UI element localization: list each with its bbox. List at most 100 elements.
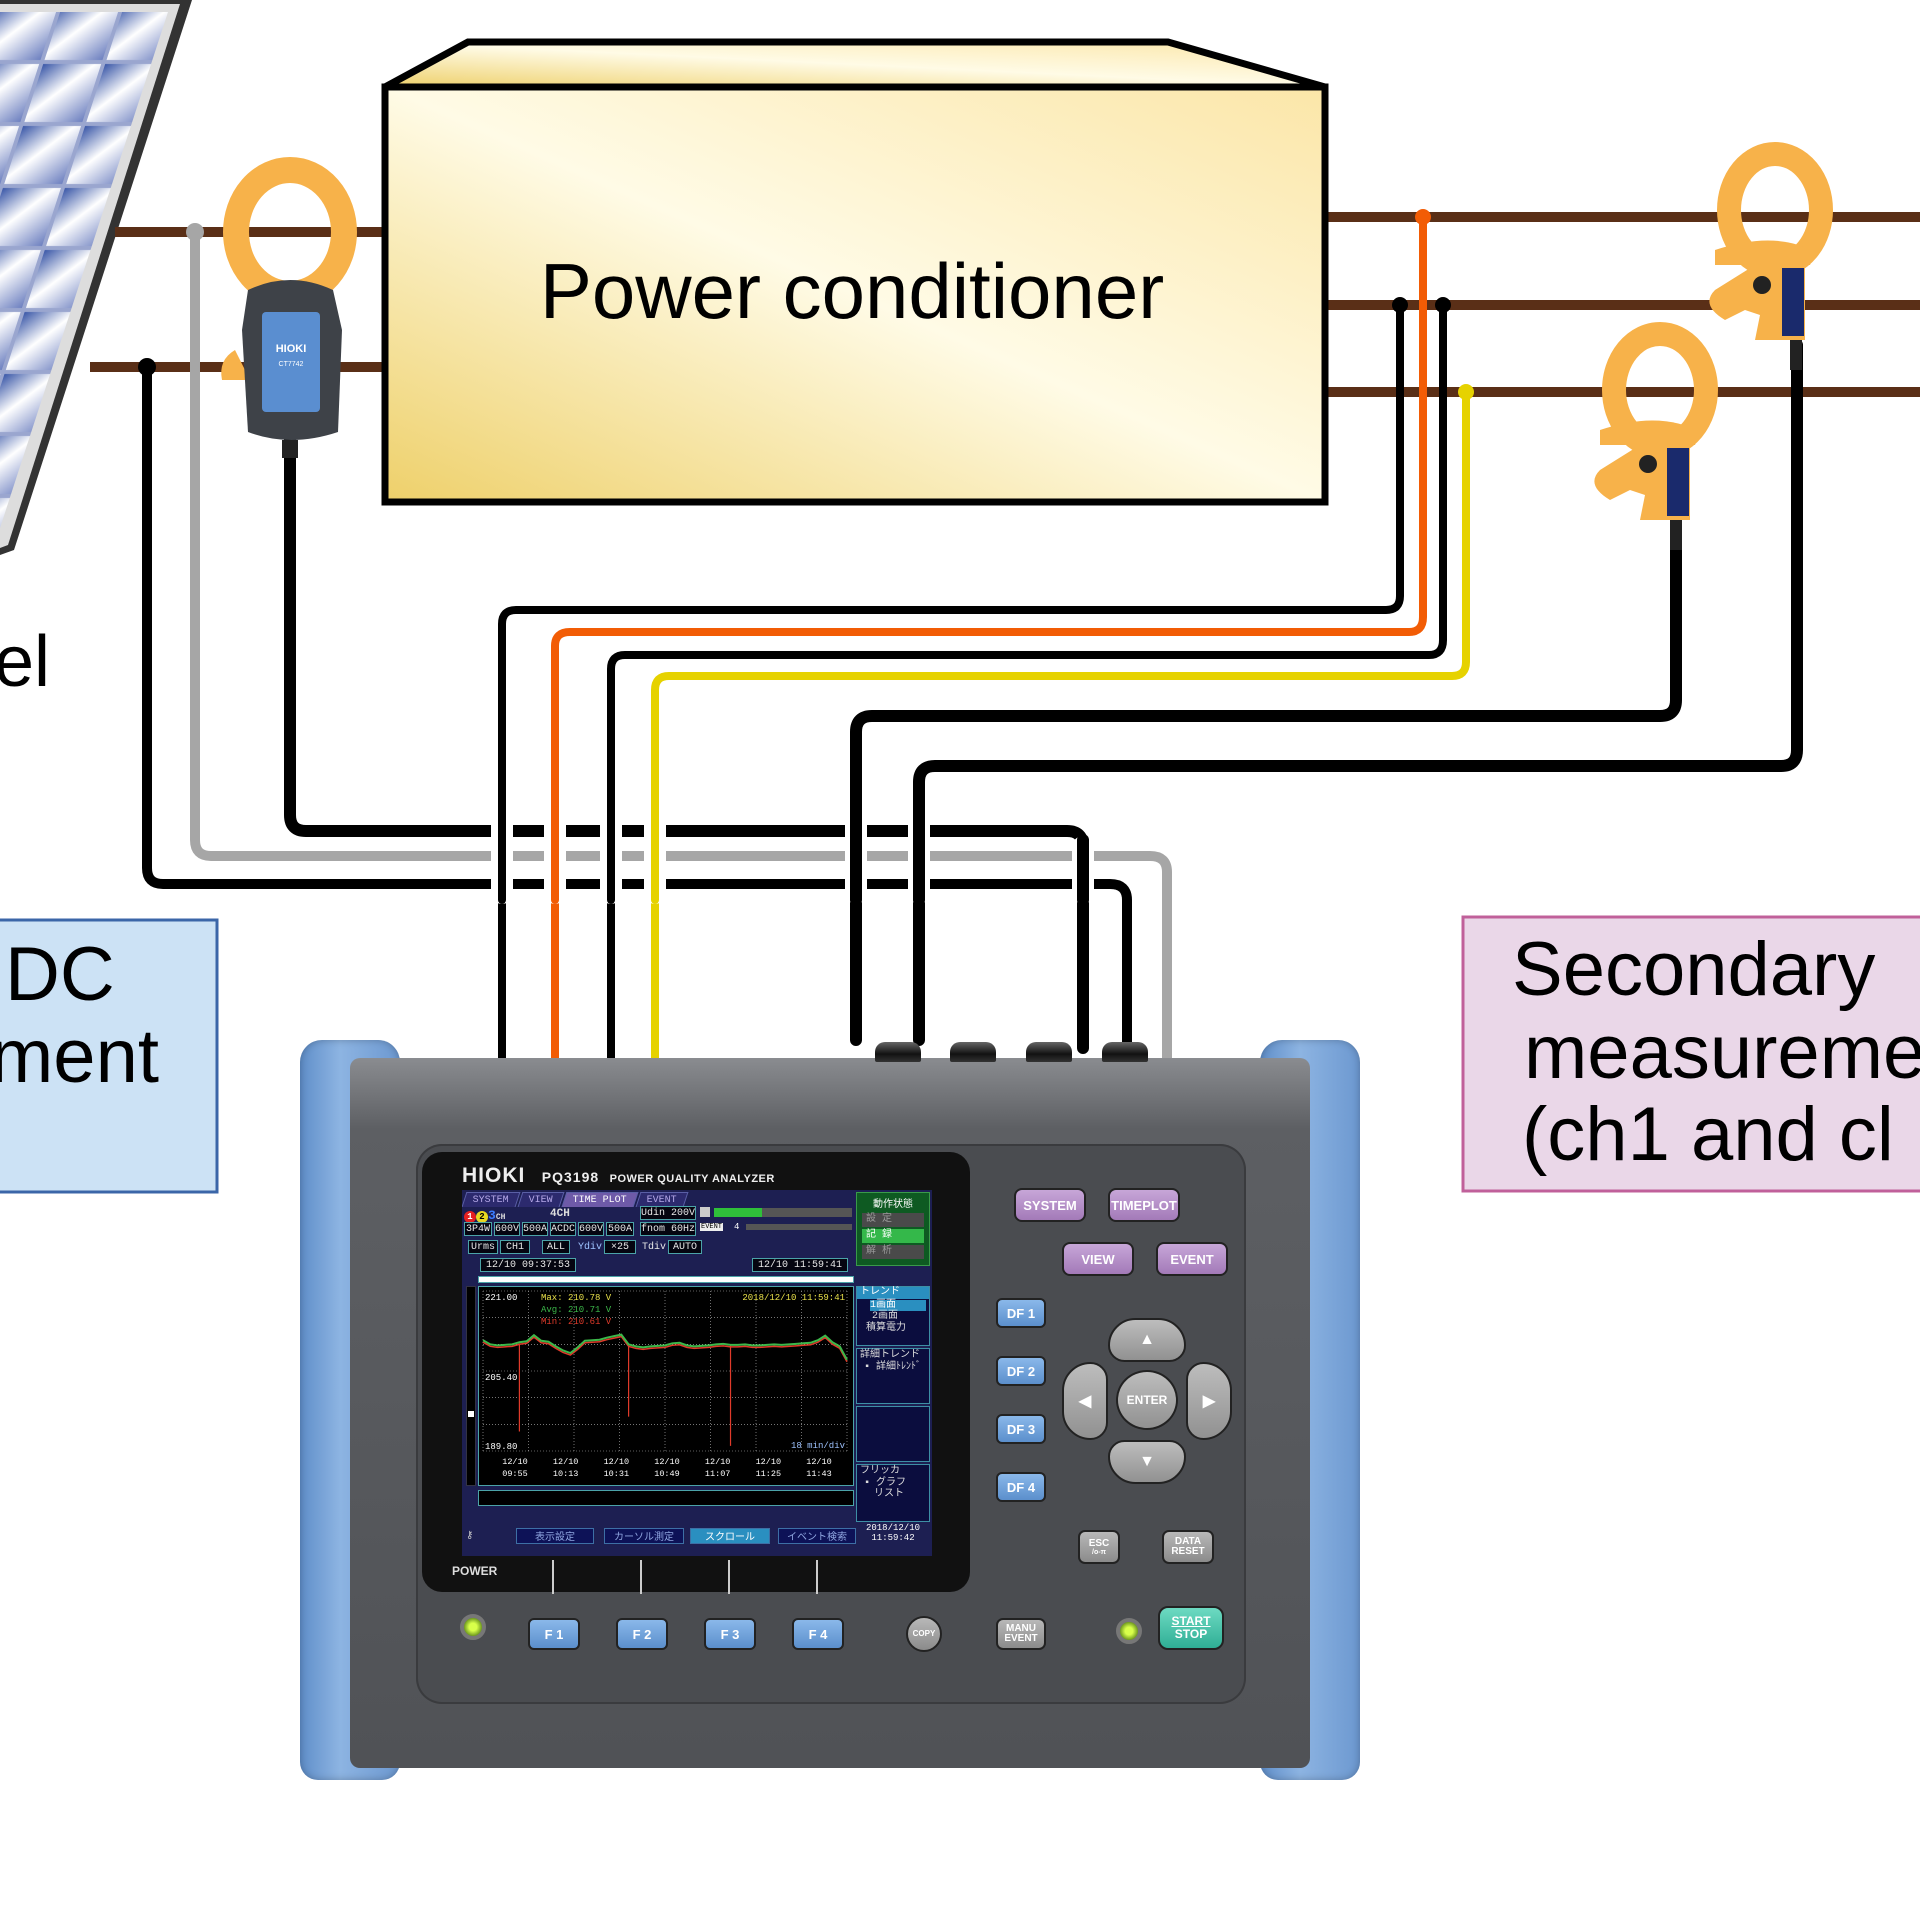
param-scope[interactable]: ALL	[542, 1240, 570, 1254]
scroll-bar[interactable]	[478, 1276, 854, 1283]
ac-clamp-sensor-1	[1594, 322, 1718, 550]
down-arrow-button[interactable]: ▼	[1108, 1440, 1186, 1484]
x-tick-label-date: 12/10	[502, 1457, 528, 1467]
current-input-connector-1[interactable]	[875, 1042, 921, 1062]
dc-box-line-1: DC	[5, 932, 115, 1017]
trend-item-2screen[interactable]: 2画面	[872, 1311, 899, 1322]
power-conditioner: Power conditioner	[381, 38, 1329, 506]
stat-max: Max: 210.78 V	[541, 1293, 612, 1303]
device-brand: HIOKI PQ3198 POWER QUALITY ANALYZER	[462, 1164, 775, 1188]
view-button[interactable]: VIEW	[1062, 1242, 1134, 1276]
dc-measurement-box: DC ment	[0, 918, 219, 1194]
trend-item-1screen[interactable]: 1画面	[870, 1299, 926, 1311]
x-tick-label-date: 12/10	[806, 1457, 832, 1467]
param-channel[interactable]: CH1	[500, 1240, 530, 1254]
fnom-value: fnom 60Hz	[640, 1222, 696, 1236]
system-button[interactable]: SYSTEM	[1014, 1188, 1086, 1222]
ch123-voltage-range: 600V	[494, 1222, 520, 1236]
tab-view[interactable]: VIEW	[517, 1192, 565, 1207]
wiring-value: 3P4W	[464, 1222, 492, 1236]
ac-probe-orange-l1	[551, 213, 1427, 1062]
y-tick-label: 205.40	[485, 1373, 517, 1383]
left-arrow-button[interactable]: ◀	[1062, 1362, 1108, 1440]
dc-clamp-sensor: HIOKI CT7742	[221, 157, 357, 458]
side-menu-detail-trend[interactable]: 詳細トレンド ▪ 詳細ﾄﾚﾝﾄﾞ	[856, 1348, 930, 1404]
tab-event[interactable]: EVENT	[635, 1192, 689, 1207]
tab-time-plot[interactable]: TIME PLOT	[561, 1192, 639, 1207]
y-scroll-thumb[interactable]	[468, 1411, 474, 1417]
secondary-measurement-box: Secondary measureme (ch1 and cl	[1461, 915, 1920, 1193]
df1-button[interactable]: DF 1	[996, 1298, 1046, 1328]
trend-item-energy[interactable]: 積算電力	[866, 1322, 906, 1334]
df4-button[interactable]: DF 4	[996, 1472, 1046, 1502]
stat-min: Min: 210.61 V	[541, 1317, 612, 1327]
tab-system[interactable]: SYSTEM	[462, 1192, 521, 1207]
df2-button[interactable]: DF 2	[996, 1356, 1046, 1386]
f1-button[interactable]: F 1	[528, 1618, 580, 1650]
enter-button[interactable]: ENTER	[1116, 1370, 1178, 1430]
ac-clamp-cable-1	[850, 514, 1682, 1046]
time-div-label: 18 min/div	[791, 1441, 846, 1451]
power-quality-analyzer: HIOKI PQ3198 POWER QUALITY ANALYZER SYST…	[300, 1040, 1360, 1780]
flicker-item-list[interactable]: リスト	[874, 1489, 904, 1500]
ac-clamp-sensor-2	[1709, 142, 1833, 370]
ydiv-label: Ydiv	[578, 1241, 603, 1253]
event-label: EVENT	[700, 1223, 724, 1231]
timeplot-button[interactable]: TIMEPLOT	[1108, 1188, 1180, 1222]
fkey-divider-3	[728, 1560, 730, 1594]
record-led	[1116, 1618, 1142, 1644]
ch4-mode: ACDC	[550, 1222, 576, 1236]
x-tick-label-time: 10:13	[553, 1469, 579, 1479]
tdiv-value[interactable]: AUTO	[668, 1240, 702, 1254]
side-menu-empty	[856, 1406, 930, 1462]
right-arrow-button[interactable]: ▶	[1186, 1362, 1232, 1440]
current-input-connector-3[interactable]	[1026, 1042, 1072, 1062]
fkey-scroll[interactable]: スクロール	[690, 1528, 770, 1544]
power-label: POWER	[452, 1564, 498, 1578]
x-tick-label-time: 10:49	[654, 1469, 680, 1479]
dc-voltage-probe-gray	[190, 227, 1172, 1063]
y-tick-label: 221.00	[485, 1293, 517, 1303]
fkey-display-settings[interactable]: 表示設定	[516, 1528, 594, 1544]
dc-sensor-cable	[284, 434, 1089, 1054]
ydiv-value[interactable]: ×25	[604, 1240, 636, 1254]
udin-value: Udin 200V	[640, 1206, 696, 1220]
screen-bezel: HIOKI PQ3198 POWER QUALITY ANALYZER SYST…	[422, 1152, 970, 1594]
detail-trend-title: 詳細トレンド	[860, 1350, 920, 1361]
fkey-cursor-measure[interactable]: カーソル測定	[604, 1528, 684, 1544]
current-input-connector-2[interactable]	[950, 1042, 996, 1062]
ac-probe-yellow-l3	[651, 388, 1470, 1062]
flicker-title: フリッカ	[860, 1466, 900, 1477]
fkey-divider-1	[552, 1560, 554, 1594]
op-state-title: 動作状態	[873, 1200, 913, 1211]
flicker-item-graph[interactable]: ▪ グラフ	[864, 1477, 907, 1489]
f4-button[interactable]: F 4	[792, 1618, 844, 1650]
f3-button[interactable]: F 3	[704, 1618, 756, 1650]
dc-sensor-model: CT7742	[279, 361, 304, 368]
y-tick-label: 189.80	[485, 1442, 517, 1452]
f2-button[interactable]: F 2	[616, 1618, 668, 1650]
side-menu-trend[interactable]: トレンド 1画面 2画面 積算電力	[856, 1286, 930, 1346]
tdiv-label: Tdiv	[642, 1241, 667, 1253]
param-item[interactable]: Urms	[468, 1240, 498, 1254]
side-menu-flicker[interactable]: フリッカ ▪ グラフ リスト	[856, 1464, 930, 1522]
key-icon: /o-π	[1092, 1548, 1106, 1556]
y-scroll[interactable]	[466, 1286, 476, 1486]
event-bar	[746, 1224, 852, 1230]
df3-button[interactable]: DF 3	[996, 1414, 1046, 1444]
event-button[interactable]: EVENT	[1156, 1242, 1228, 1276]
esc-button[interactable]: ESC/o-π	[1078, 1530, 1120, 1564]
fkey-event-search[interactable]: イベント検索	[778, 1528, 856, 1544]
x-tick-label-time: 11:07	[705, 1469, 731, 1479]
current-input-connector-4[interactable]	[1102, 1042, 1148, 1062]
detail-trend-item[interactable]: ▪ 詳細ﾄﾚﾝﾄﾞ	[864, 1361, 922, 1373]
op-state-recording: 記 録	[862, 1229, 924, 1243]
ac-probe-black-n	[498, 301, 1404, 1062]
up-arrow-button[interactable]: ▲	[1108, 1318, 1186, 1362]
copy-button[interactable]: COPY	[906, 1616, 942, 1652]
